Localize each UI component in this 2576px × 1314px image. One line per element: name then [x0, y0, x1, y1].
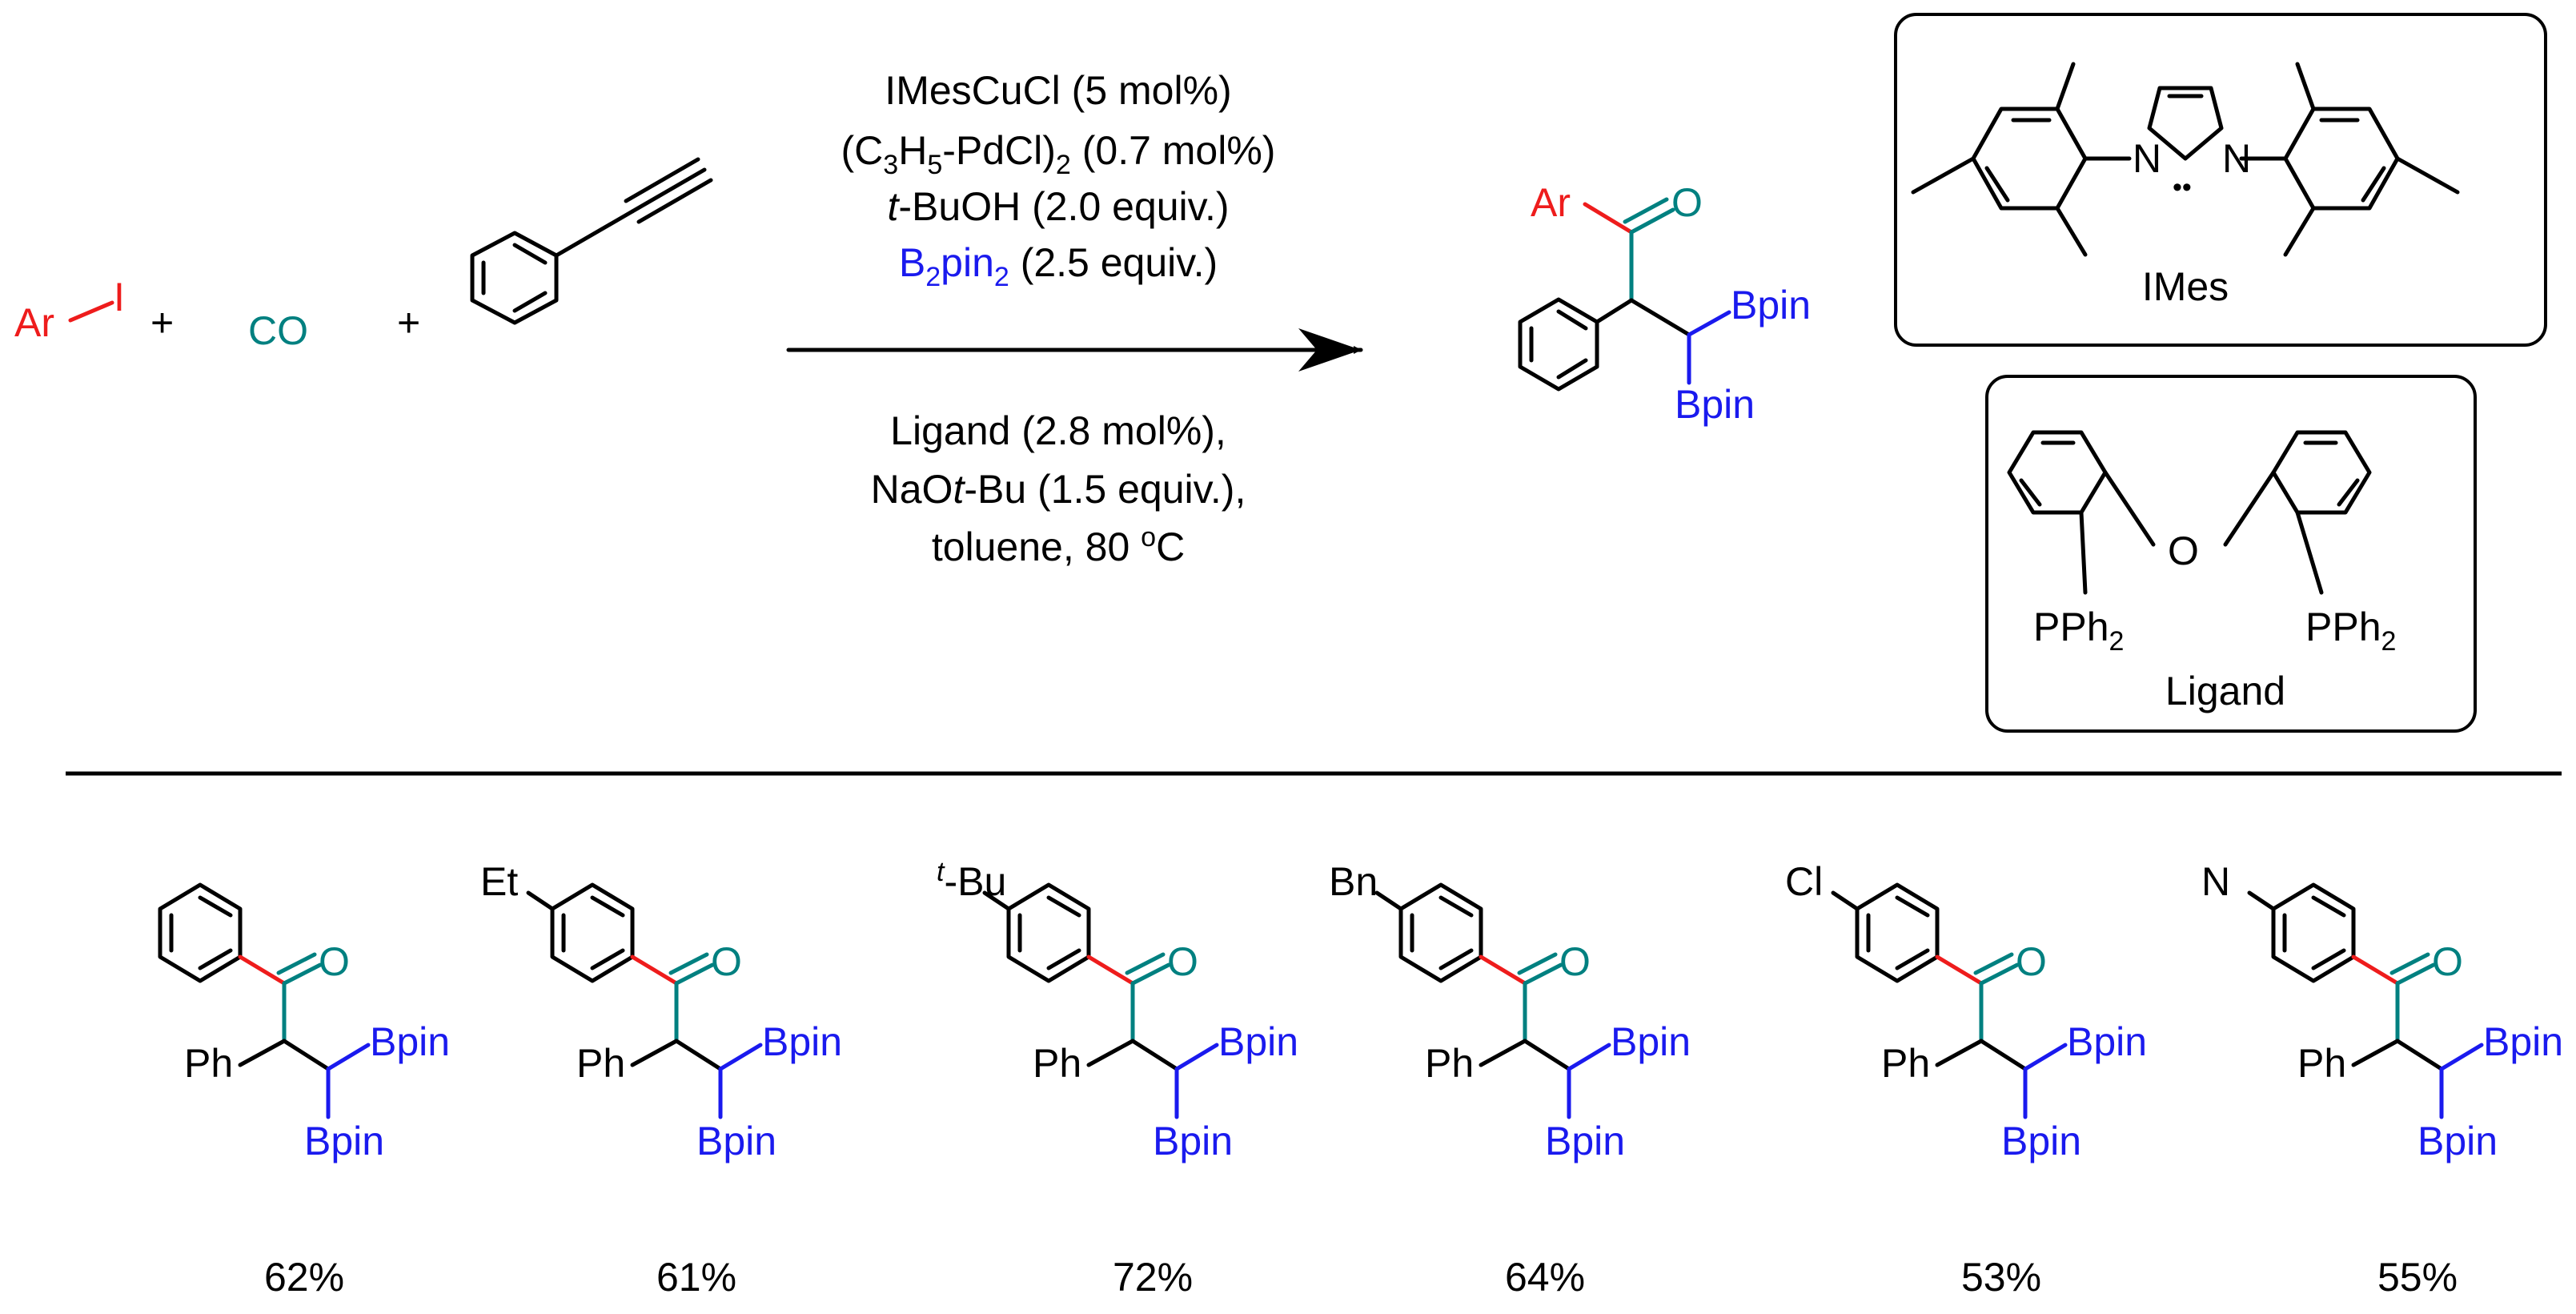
example-bpin-2: Bpin — [2418, 1119, 2498, 1163]
arrow-head — [1298, 328, 1361, 372]
solvent-temperature: toluene, 80 oC — [932, 522, 1185, 569]
aryl-label: Ar — [14, 300, 54, 345]
example-bpin-2: Bpin — [2001, 1119, 2081, 1163]
catalyst-pd: (C3H5-PdCl)2 (0.7 mol%) — [841, 128, 1276, 180]
example-bpin-2: Bpin — [304, 1119, 384, 1163]
conditions-below: Ligand (2.8 mol%), NaOt-Bu (1.5 equiv.),… — [871, 408, 1246, 569]
example-yield: 55% — [2377, 1255, 2458, 1300]
example-oxygen: O — [2432, 939, 2463, 984]
example-phenyl: Ph — [1033, 1041, 1081, 1086]
carbon-monoxide: CO — [248, 308, 308, 353]
additive-tbuoh: t-BuOH (2.0 equiv.) — [887, 184, 1229, 229]
example-bpin-1: Bpin — [1611, 1019, 1691, 1064]
product-bpin-2: Bpin — [1675, 382, 1755, 427]
example-oxygen: O — [2016, 939, 2047, 984]
example-bpin-2: Bpin — [1153, 1119, 1233, 1163]
ligand-oxygen: O — [2168, 528, 2199, 573]
example-yield: 72% — [1113, 1255, 1193, 1300]
plus-sign: + — [150, 300, 174, 345]
catalyst-cu: IMesCuCl (5 mol%) — [885, 68, 1231, 113]
example-oxygen: O — [711, 939, 742, 984]
example-substituent: Et — [480, 859, 518, 904]
example-bpin-1: Bpin — [1218, 1019, 1298, 1064]
imes-label: IMes — [2142, 264, 2229, 309]
product-ar-label: Ar — [1531, 180, 1571, 225]
example-phenyl: Ph — [576, 1041, 625, 1086]
imes-nitrogen-1: N — [2133, 136, 2161, 181]
phenylacetylene — [470, 157, 713, 325]
ligand-loading: Ligand (2.8 mol%), — [890, 408, 1226, 453]
example-phenyl: Ph — [1425, 1041, 1474, 1086]
general-product: Ar O Bpin Bpin — [1518, 180, 1811, 427]
imes-structure-box: N N •• IMes — [1894, 13, 2547, 347]
example-substituent: N — [2201, 859, 2230, 904]
example-oxygen: O — [1167, 939, 1198, 984]
example-bpin-1: Bpin — [370, 1019, 450, 1064]
ligand-label: Ligand — [2165, 669, 2285, 713]
base: NaOt-Bu (1.5 equiv.), — [871, 467, 1246, 512]
imes-lone-pair: •• — [2173, 172, 2192, 203]
example-substituent: Cl — [1785, 859, 1823, 904]
example-oxygen: O — [1559, 939, 1591, 984]
ligand-pph2-right: PPh2 — [2305, 605, 2396, 657]
example-substituent: Bn — [1329, 859, 1378, 904]
ligand-box-frame — [1985, 375, 2477, 733]
example-phenyl: Ph — [184, 1041, 233, 1086]
conditions-above: IMesCuCl (5 mol%) (C3H5-PdCl)2 (0.7 mol%… — [841, 68, 1276, 292]
plus-sign: + — [397, 300, 420, 345]
example-oxygen: O — [319, 939, 350, 984]
ligand-structure-box: O PPh2 PPh2 Ligand — [1985, 375, 2477, 733]
aryl-iodide: Ar I — [14, 275, 125, 345]
example-yield: 53% — [1961, 1255, 2041, 1300]
example-bpin-1: Bpin — [2067, 1019, 2147, 1064]
example-yield: 64% — [1505, 1255, 1585, 1300]
example-bpin-1: Bpin — [762, 1019, 842, 1064]
example-yield: 62% — [264, 1255, 344, 1300]
example-bpin-2: Bpin — [1545, 1119, 1625, 1163]
example-phenyl: Ph — [1881, 1041, 1930, 1086]
example-bpin-2: Bpin — [696, 1119, 776, 1163]
example-bpin-1: Bpin — [2483, 1019, 2563, 1064]
product-bpin-1: Bpin — [1731, 283, 1811, 327]
ligand-pph2-left: PPh2 — [2033, 605, 2124, 657]
reagent-b2pin2: B2pin2 (2.5 equiv.) — [899, 240, 1218, 292]
example-yield: 61% — [656, 1255, 736, 1300]
imes-box-frame — [1894, 13, 2547, 347]
example-substituent: t-Bu — [937, 857, 1006, 904]
product-oxygen: O — [1671, 180, 1703, 225]
iodine-label: I — [114, 275, 125, 319]
example-phenyl: Ph — [2297, 1041, 2346, 1086]
